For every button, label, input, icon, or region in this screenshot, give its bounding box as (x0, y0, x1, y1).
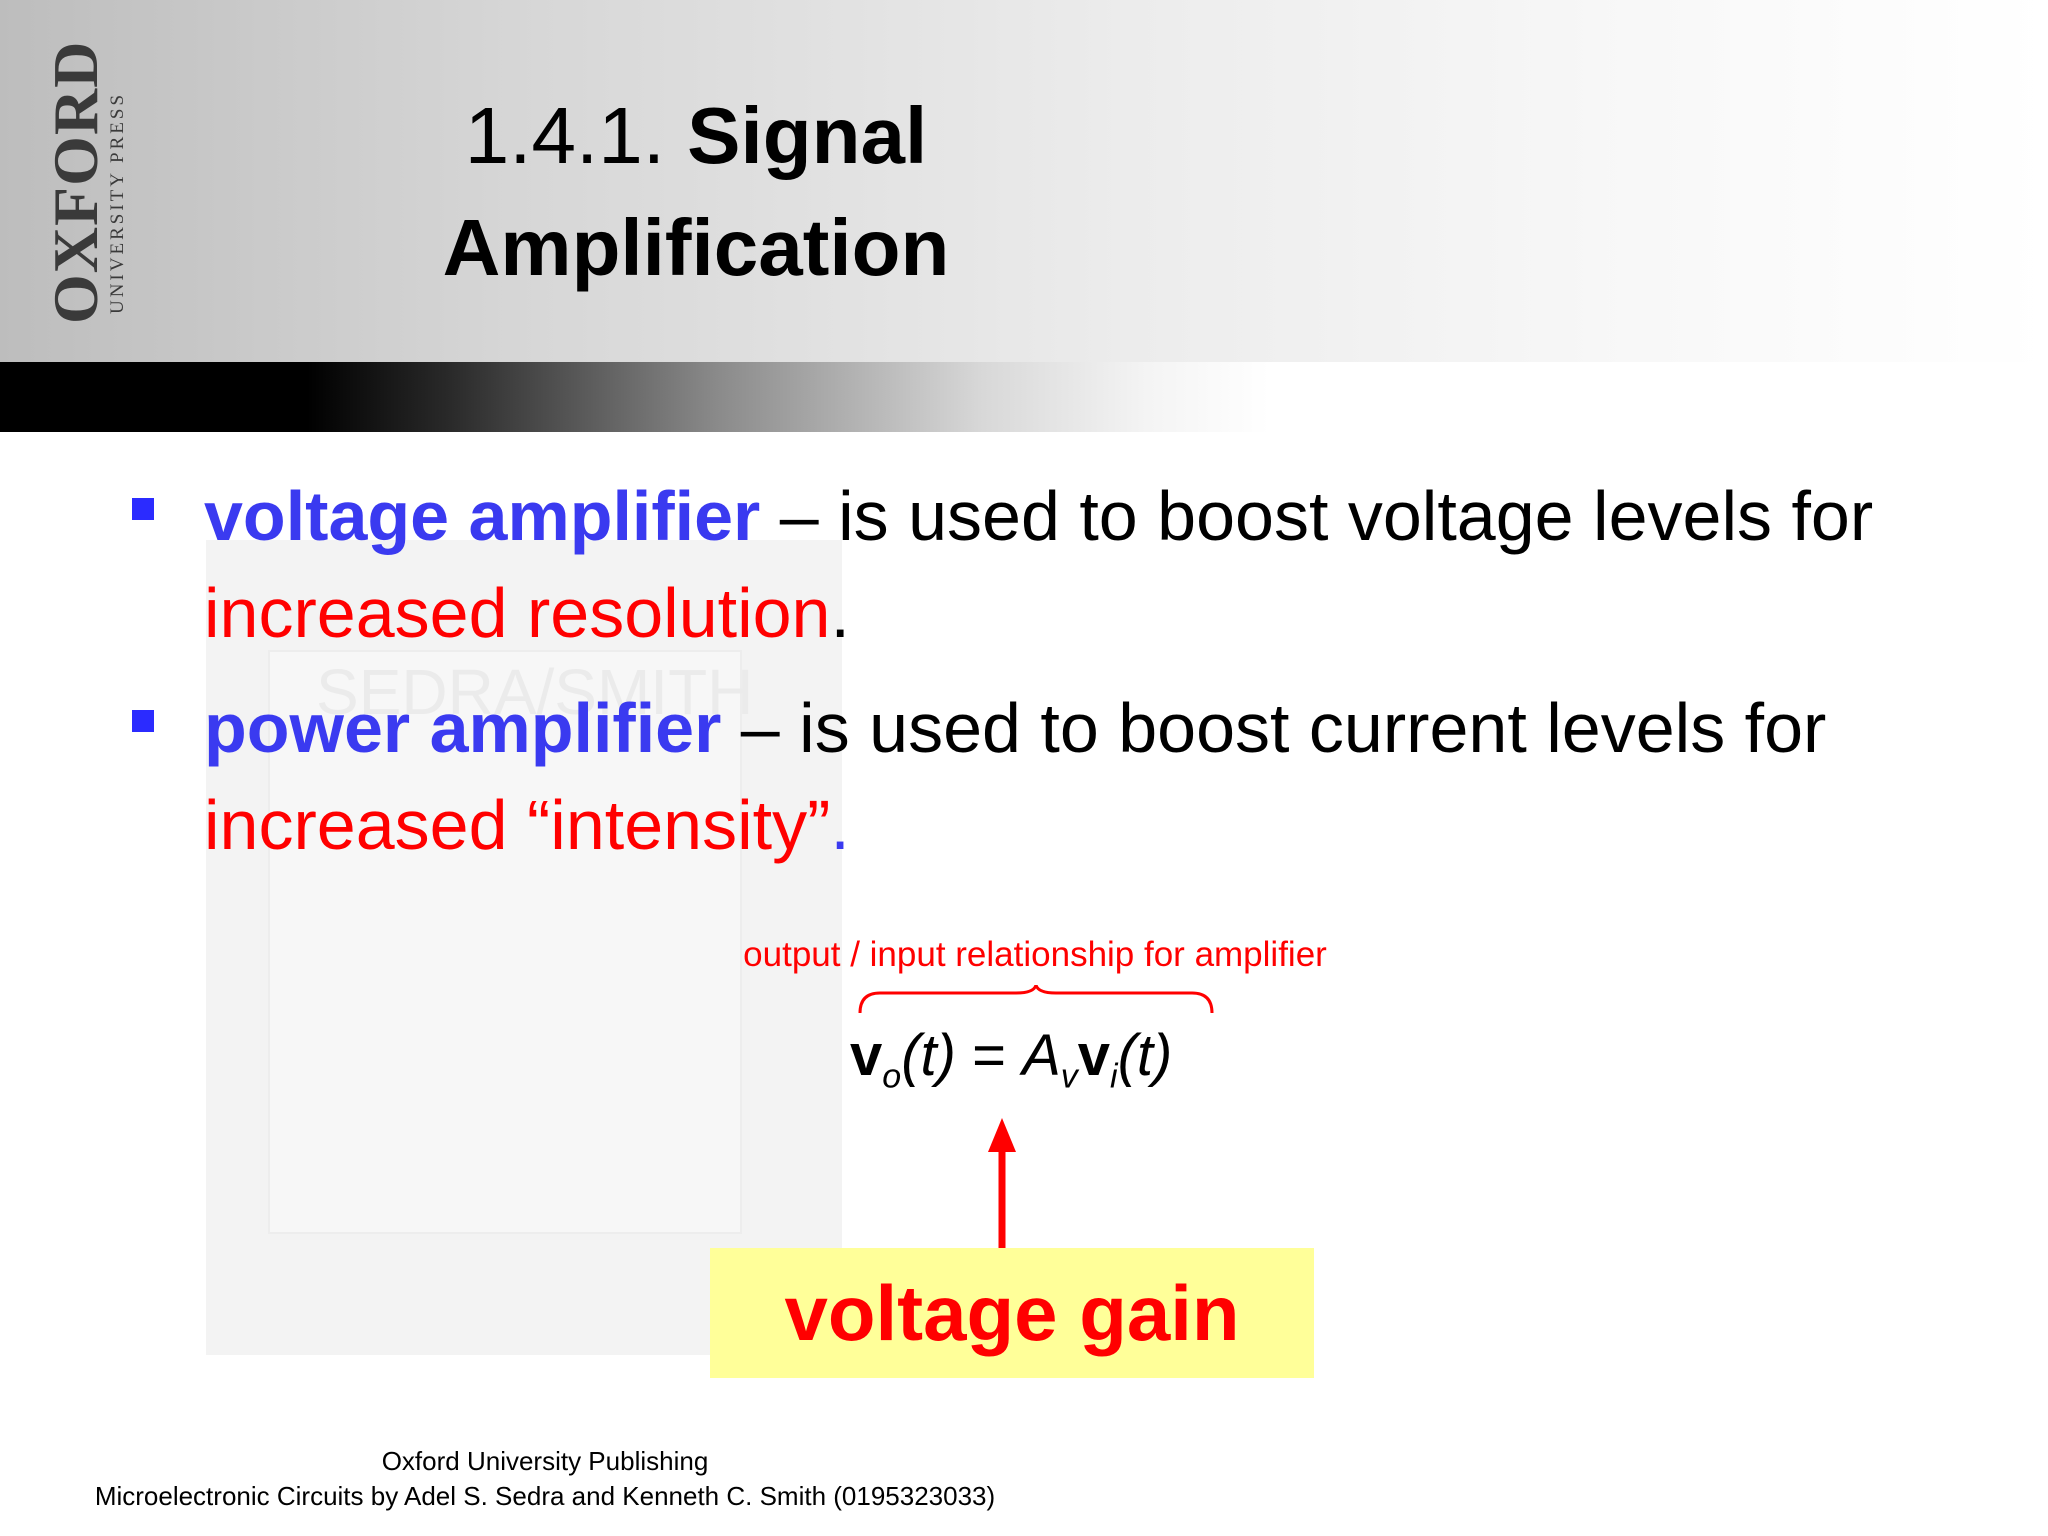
book-cover-panel (268, 650, 742, 1234)
eq-lhs-sub: o (882, 1057, 902, 1096)
slide-title: 1.4.1. Signal Amplification (346, 80, 1046, 304)
bullet-voltage-amplifier: voltage amplifier – is used to boost vol… (128, 468, 2008, 662)
bullet-end: . (830, 574, 850, 652)
footer-line2: Microelectronic Circuits by Adel S. Sedr… (94, 1481, 996, 1511)
title-line1: Signal (687, 91, 928, 180)
eq-rhs-sub: i (1110, 1057, 1118, 1096)
arrow-up-icon (988, 1118, 1016, 1248)
eq-gain-sub: v (1060, 1057, 1078, 1096)
eq-gain-var: A (1022, 1023, 1061, 1088)
bullet-power-amplifier: power amplifier – is used to boost curre… (128, 680, 2008, 874)
footer-citation: Oxford University Publishing Microelectr… (0, 1444, 1090, 1514)
header-gradient-bar (0, 362, 2048, 432)
voltage-gain-box: voltage gain (710, 1248, 1314, 1378)
curly-brace-icon (858, 985, 1214, 1014)
footer-line1: Oxford University Publishing (381, 1446, 709, 1476)
bullet-square-icon (132, 710, 154, 732)
eq-lhs-arg: (t) (901, 1023, 956, 1088)
bullet-end: . (830, 786, 850, 864)
bullet-list: voltage amplifier – is used to boost vol… (128, 468, 2008, 892)
logo-main-text: OXFORD (40, 40, 111, 324)
bullet-term: power amplifier (204, 689, 722, 767)
relationship-label: output / input relationship for amplifie… (743, 935, 1327, 974)
eq-rhs-var: v (1077, 1023, 1111, 1088)
title-number: 1.4.1. (464, 91, 665, 180)
title-line2: Amplification (442, 203, 950, 292)
header-background (0, 0, 2048, 362)
amplifier-equation: vo(t) = Avvi(t) (850, 1022, 1172, 1097)
book-cover-title: SEDRA/SMITH (316, 656, 754, 728)
bullet-desc: – is used to boost voltage levels for (760, 477, 1874, 555)
oxford-logo: OXFORD UNIVERSITY PRESS (28, 38, 138, 324)
bullet-square-icon (132, 498, 154, 520)
background-book-image: SEDRA/SMITH (206, 540, 842, 1355)
eq-lhs-var: v (850, 1023, 883, 1088)
bullet-desc: – is used to boost current levels for (721, 689, 1827, 767)
bullet-highlight: increased “intensity” (204, 786, 831, 864)
eq-rhs-arg: (t) (1117, 1023, 1173, 1088)
bullet-term: voltage amplifier (204, 477, 761, 555)
voltage-gain-label: voltage gain (784, 1268, 1240, 1357)
bullet-highlight: increased resolution (204, 574, 831, 652)
logo-sub-text: UNIVERSITY PRESS (107, 91, 128, 314)
eq-equals: = (972, 1023, 1006, 1088)
